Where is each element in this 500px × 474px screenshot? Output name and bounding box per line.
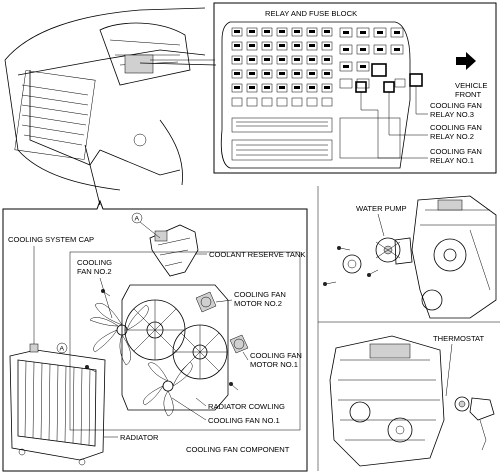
- relay-no2-label-1: COOLING FAN: [430, 123, 482, 132]
- screws: [85, 289, 239, 391]
- radiator-label: RADIATOR: [120, 433, 159, 442]
- callout-a-circle-bottom: [56, 342, 68, 354]
- relay-no3-label-1: COOLING FAN: [430, 101, 482, 110]
- fan-motor-no2-label-2: MOTOR NO.2: [234, 299, 282, 308]
- relay-block-title: RELAY AND FUSE BLOCK: [265, 9, 357, 18]
- vehicle-front-arrow: [456, 52, 476, 70]
- cooling-fan-no2: [89, 302, 149, 366]
- water-pump: [375, 237, 413, 265]
- thermostat-label: THERMOSTAT: [433, 334, 485, 343]
- cooling-system-cap-icon: [29, 343, 39, 353]
- vehicle-front-label-2: FRONT: [455, 90, 482, 99]
- water-pump-label: WATER PUMP: [356, 204, 407, 213]
- callout-a-circle-top: [131, 212, 143, 224]
- fan-motor-no1-label-2: MOTOR NO.1: [250, 360, 298, 369]
- cooling-fan-assembly: [69, 251, 301, 431]
- relay-fuse-block-panel: RELAY AND FUSE BLOCK: [213, 2, 497, 174]
- relay-no1-label-1: COOLING FAN: [430, 147, 482, 156]
- water-pump-panel: WATER PUMP: [317, 186, 500, 471]
- radiator-cowling-label: RADIATOR COWLING: [208, 402, 285, 411]
- coolant-reserve-tank-label: COOLANT RESERVE TANK: [209, 250, 306, 259]
- thermostat: [454, 396, 495, 451]
- water-pump-engine: [411, 195, 497, 319]
- relay-no3-label-2: RELAY NO.3: [430, 110, 474, 119]
- water-pump-pulley: [342, 254, 362, 274]
- fan-motors: [195, 291, 249, 354]
- thermostat-panel: THERMOSTAT: [329, 334, 495, 467]
- relay-no1-label-2: RELAY NO.1: [430, 156, 474, 165]
- cooling-fan-no2-label-2: FAN NO.2: [77, 267, 112, 276]
- cooling-system-cap-label: COOLING SYSTEM CAP: [8, 235, 94, 244]
- callout-a-top: A: [135, 216, 140, 223]
- vehicle-front-label-1: VEHICLE: [455, 81, 488, 90]
- fuse-grid: [231, 27, 406, 161]
- cooling-fan-no1-label: COOLING FAN NO.1: [208, 416, 280, 425]
- fan-motor-no2-label-1: COOLING FAN: [234, 290, 286, 299]
- fan-motor-no1-label-1: COOLING FAN: [250, 351, 302, 360]
- thermostat-engine: [329, 335, 445, 467]
- relay-no2-label-2: RELAY NO.2: [430, 132, 474, 141]
- coolant-reserve-tank: [149, 224, 199, 277]
- callout-a-bottom: A: [60, 346, 65, 353]
- cooling-fan-no2-label-1: COOLING: [77, 258, 112, 267]
- radiator: [9, 343, 106, 466]
- cooling-fan-no1: [143, 361, 193, 417]
- vehicle-front-illustration: [4, 7, 217, 206]
- cooling-components-panel: A COOLANT RESERVE TANK: [2, 199, 308, 472]
- cooling-fan-component-label: COOLING FAN COMPONENT: [186, 445, 290, 454]
- cooling-fan-relays: [355, 63, 423, 93]
